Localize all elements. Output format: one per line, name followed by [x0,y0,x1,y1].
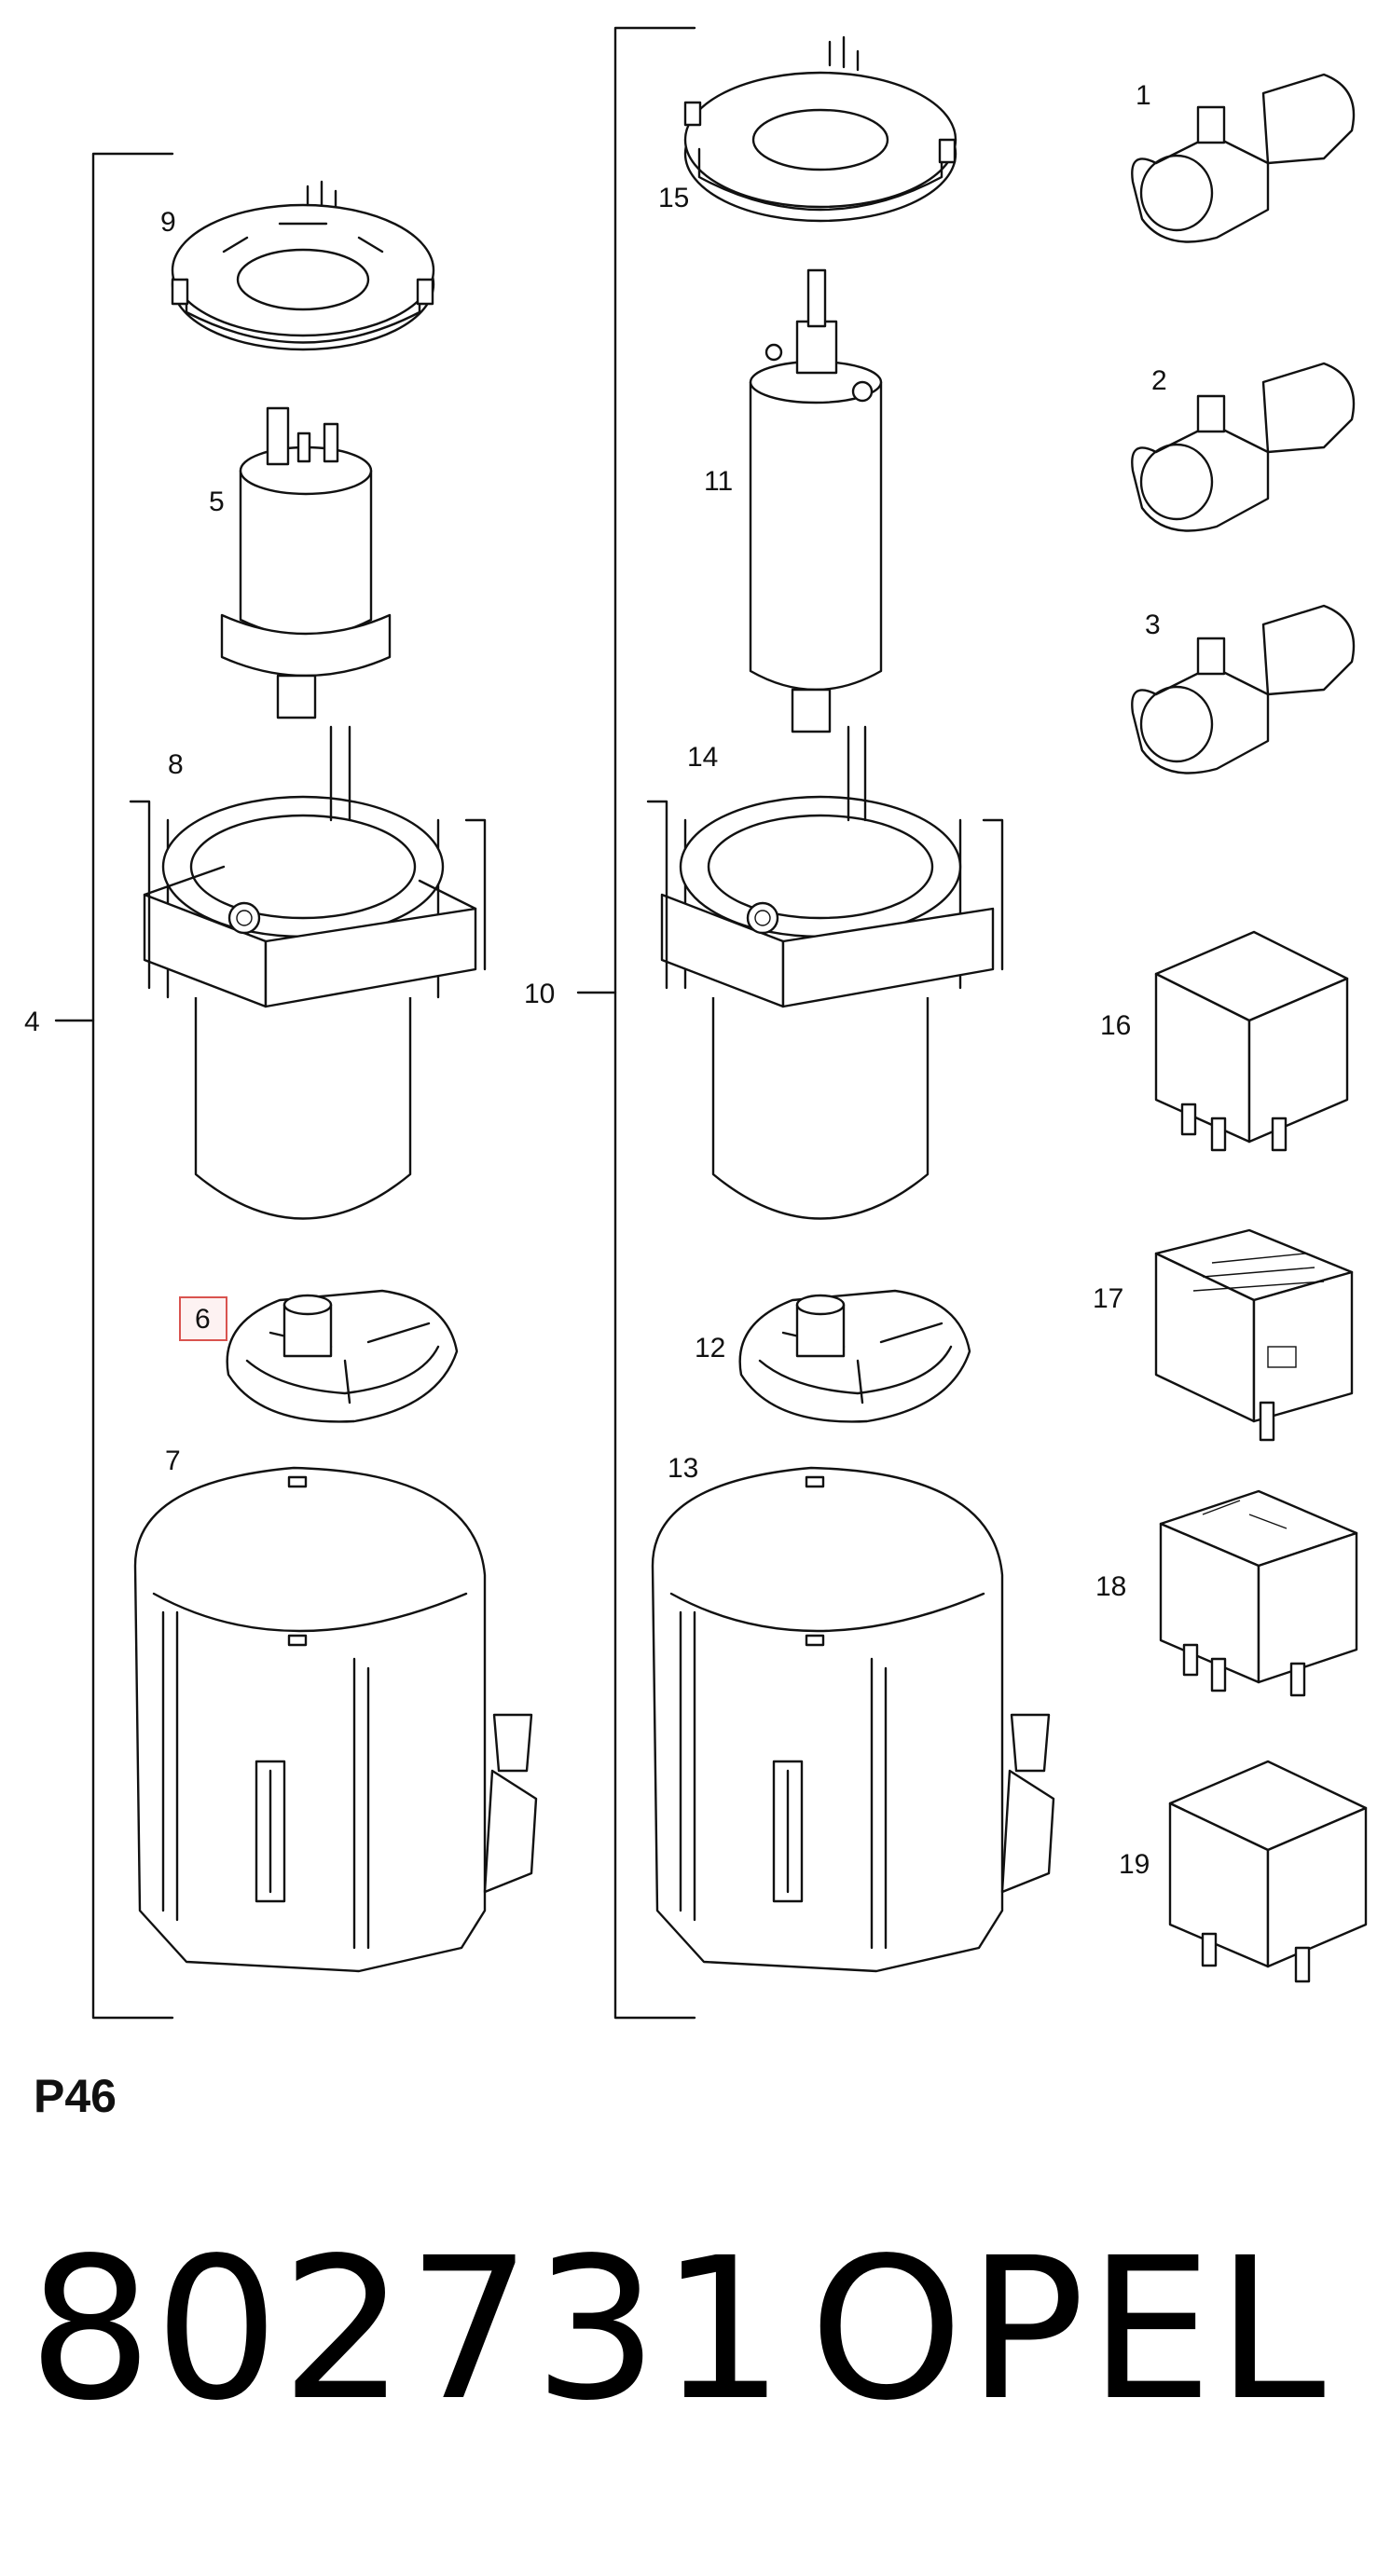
label-10: 10 [524,979,555,1009]
part-1-connector [1131,73,1356,243]
label-12: 12 [695,1333,725,1363]
brand-name: OPEL [809,2215,1329,2444]
part-9-retaining-ring [171,180,435,351]
part-8-reservoir-housing [129,725,487,1220]
label-19: 19 [1119,1849,1150,1880]
callout-labels: 1 2 3 4 5 6 7 8 9 10 11 12 13 14 15 16 1… [24,80,1167,1880]
page-code: P46 [34,2070,117,2122]
part-3-connector [1131,604,1356,774]
part-7-canister [133,1466,538,1973]
label-1: 1 [1136,80,1151,111]
part-16-relay [1154,930,1349,1152]
part-number: 802731 [28,2215,787,2444]
label-14: 14 [687,742,718,773]
part-12-filter [738,1289,971,1423]
label-6: 6 [195,1304,211,1335]
part-19-relay [1168,1760,1368,1983]
part-5-fuel-pump [220,406,392,719]
label-3: 3 [1145,610,1161,640]
label-4: 4 [24,1007,40,1037]
part-15-retaining-ring [683,35,957,223]
part-2-connector [1131,362,1356,532]
bracket-assembly-4 [54,152,174,2020]
part-13-canister [651,1466,1055,1973]
label-13: 13 [668,1453,698,1484]
label-17: 17 [1093,1283,1123,1314]
label-9: 9 [160,207,176,238]
label-5: 5 [209,486,225,517]
part-17-relay [1154,1228,1354,1442]
label-2: 2 [1151,365,1167,396]
label-18: 18 [1095,1571,1126,1602]
part-14-reservoir-housing [646,725,1004,1220]
bracket-assembly-10 [576,26,696,2020]
part-18-relay [1159,1489,1358,1697]
label-6-highlight [179,1296,227,1341]
label-8: 8 [168,749,184,780]
label-15: 15 [658,183,689,213]
label-7: 7 [165,1446,181,1476]
label-16: 16 [1100,1010,1131,1041]
part-6-filter [226,1289,459,1423]
part-11-fuel-pump [749,268,883,733]
label-11: 11 [704,466,733,497]
